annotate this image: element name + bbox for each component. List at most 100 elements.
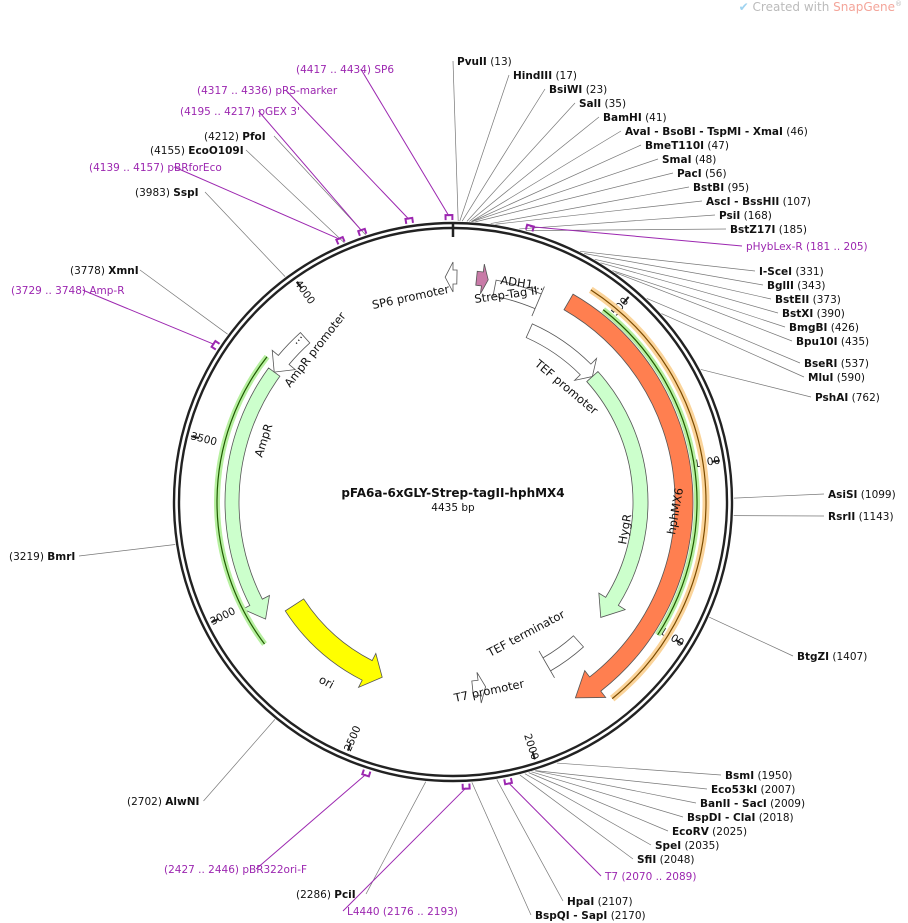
enzyme-leader — [584, 253, 764, 286]
tick-2500 — [346, 742, 352, 752]
enzyme-name: EcoRV — [672, 826, 710, 838]
enzyme-leader — [700, 369, 812, 398]
enzyme-name: PciI — [334, 889, 355, 901]
enzyme-name: EcoO109I — [188, 145, 243, 157]
enzyme-name: SalI — [579, 98, 601, 110]
primer-name: L4440 — [347, 906, 383, 918]
ori-arrow — [284, 598, 383, 689]
ampr-label: AmpR — [252, 422, 276, 459]
enzyme-position: (1950) — [757, 770, 792, 782]
tick-2000 — [531, 751, 536, 760]
enzyme-name: BglII — [767, 280, 794, 292]
enzyme-site-label: BtgZI (1407) — [797, 651, 867, 663]
primer-label: L4440 (2176 .. 2193) — [347, 906, 458, 918]
enzyme-position: (168) — [744, 210, 772, 222]
watermark-mark: ® — [895, 0, 902, 8]
primer-site-mark — [461, 783, 471, 790]
enzyme-name: PshAI — [815, 392, 848, 404]
primer-name: T7 — [604, 871, 621, 883]
enzyme-site-label: EcoRV (2025) — [672, 826, 747, 838]
enzyme-leader — [471, 782, 532, 916]
enzyme-leader — [475, 172, 674, 223]
enzyme-leader — [534, 770, 697, 804]
enzyme-position: (23) — [586, 84, 608, 96]
snapgene-logo-icon: ✔ — [738, 0, 749, 14]
enzyme-position: (35) — [605, 98, 627, 110]
enzyme-position: (2018) — [759, 812, 794, 824]
enzyme-leader — [496, 779, 564, 902]
t7-promoter-label: T7 promoter — [452, 676, 526, 705]
enzyme-position: (2170) — [611, 910, 646, 922]
enzyme-site-label: SpeI (2035) — [655, 840, 719, 852]
hph-green-core — [602, 309, 698, 636]
enzyme-position: (107) — [783, 196, 811, 208]
enzyme-leader — [203, 719, 276, 802]
enzyme-position: (435) — [841, 336, 869, 348]
enzyme-name: Eco53kI — [711, 784, 757, 796]
enzyme-leader — [615, 272, 793, 342]
primer-leader — [360, 68, 450, 217]
enzyme-site-label: RsrII (1143) — [828, 511, 894, 523]
enzyme-leader — [519, 214, 716, 230]
enzyme-site-label: (3778) XmnI — [70, 265, 139, 277]
primer-leader — [255, 774, 367, 870]
amp-green-core — [216, 356, 268, 645]
primer-range: (4317 .. 4336) — [197, 85, 275, 97]
enzyme-name: BtgZI — [797, 651, 829, 663]
tick-label-3000: 3000 — [208, 605, 237, 628]
enzyme-position: (1407) — [832, 651, 867, 663]
plasmid-length: 4435 bp — [431, 502, 475, 514]
enzyme-position: (4212) — [204, 131, 242, 143]
enzyme-leader — [466, 102, 576, 222]
enzyme-name: AsiSI — [828, 489, 857, 501]
primer-range: (2427 .. 2446) — [164, 864, 242, 876]
enzyme-site-label: PacI (56) — [677, 168, 727, 180]
enzyme-name: XmnI — [108, 265, 138, 277]
primer-name: SP6 — [374, 64, 394, 76]
enzyme-position: (13) — [490, 56, 512, 68]
enzyme-position: (331) — [795, 266, 823, 278]
enzyme-name: AlwNI — [165, 796, 199, 808]
primer-site-mark — [335, 235, 346, 245]
enzyme-site-label: AvaI - BsoBI - TspMI - XmaI (46) — [625, 126, 808, 138]
watermark-brand: SnapGene — [833, 0, 895, 14]
enzyme-name: BstEII — [775, 294, 809, 306]
enzyme-position: (47) — [707, 140, 729, 152]
tick-label-4000: 4000 — [292, 278, 317, 307]
enzyme-leader — [600, 262, 779, 314]
site-labels: PvuII (13)HindIII (17)BsiWI (23)SalI (35… — [9, 56, 896, 922]
enzyme-name: BamHI — [603, 112, 642, 124]
adh1-mark — [475, 263, 489, 294]
enzyme-position: (46) — [786, 126, 808, 138]
primer-name: pGEX 3' — [258, 106, 300, 118]
enzyme-name: BstBI — [693, 182, 724, 194]
enzyme-leader — [459, 74, 510, 222]
enzyme-position: (185) — [779, 224, 807, 236]
snapgene-watermark: ✔ Created with SnapGene® — [739, 0, 902, 14]
enzyme-name: HpaI — [567, 896, 594, 908]
primer-site-mark — [210, 339, 221, 351]
enzyme-site-label: (4155) EcoO109I — [150, 145, 244, 157]
enzyme-leader — [471, 130, 622, 222]
ampr-arrow — [224, 367, 281, 620]
enzyme-position: (2286) — [296, 889, 334, 901]
enzyme-leader — [78, 544, 176, 557]
tick-1500 — [675, 639, 684, 645]
enzyme-name: BmgBI — [789, 322, 827, 334]
enzyme-leader — [661, 313, 805, 378]
sp6-promoter-label: SP6 promoter — [371, 282, 451, 312]
enzyme-name: AscI - BssHII — [706, 196, 779, 208]
enzyme-site-label: BamHI (41) — [603, 112, 667, 124]
enzyme-site-label: Eco53kI (2007) — [711, 784, 795, 796]
enzyme-position: (48) — [695, 154, 717, 166]
tick-label-3500: 3500 — [189, 430, 218, 448]
enzyme-site-label: HindIII (17) — [513, 70, 577, 82]
enzyme-name: BsmI — [725, 770, 754, 782]
primer-label: T7 (2070 .. 2089) — [604, 871, 696, 883]
enzyme-position: (95) — [728, 182, 750, 194]
enzyme-leader — [531, 771, 684, 818]
primer-label: (4139 .. 4157) pBRforEco — [89, 162, 222, 174]
primer-label: pHybLex-R (181 .. 205) — [746, 241, 868, 253]
enzyme-leader — [461, 88, 546, 222]
